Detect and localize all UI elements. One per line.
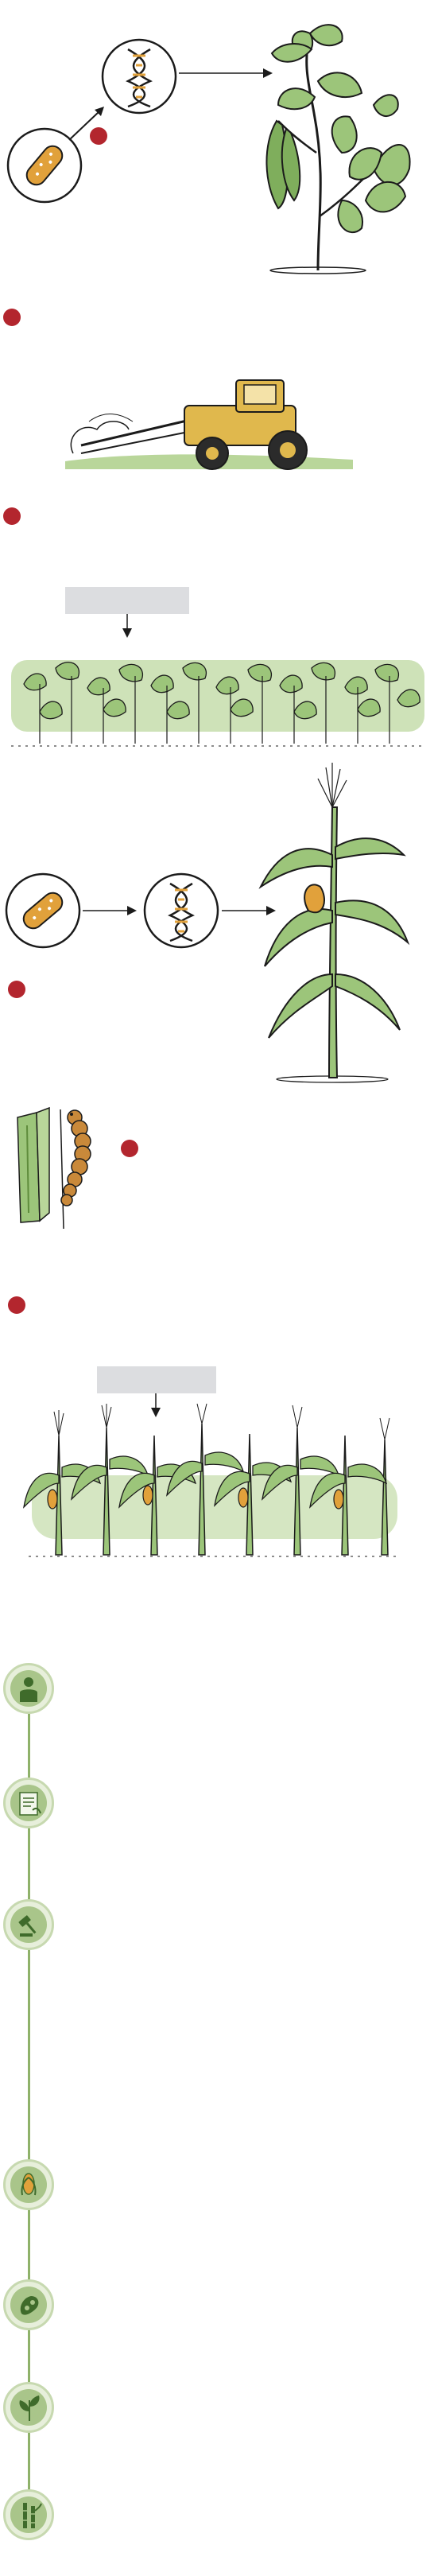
arrow-icon <box>222 906 276 915</box>
arrow-icon <box>122 614 132 638</box>
bamboo-icon <box>23 2503 42 2528</box>
dna-icon <box>143 872 219 949</box>
arrow-icon <box>83 906 137 915</box>
timeline-node <box>3 1778 54 1828</box>
marker-dot <box>8 981 25 998</box>
caterpillar-icon <box>17 1106 91 1230</box>
plant-icon <box>19 2395 40 2421</box>
soybean-gene-diagram <box>0 0 434 278</box>
bacterium-icon <box>6 127 83 204</box>
arrow-icon <box>68 107 104 141</box>
timeline-node <box>3 2489 54 2540</box>
timeline-line <box>28 1670 30 2505</box>
timeline-node <box>3 2159 54 2210</box>
timeline-node <box>3 1663 54 1714</box>
tractor-sprayer-icon <box>65 379 353 470</box>
label-box <box>97 1366 216 1393</box>
corn-plant-icon <box>258 763 410 1083</box>
document-icon <box>19 1792 41 1816</box>
corn-field-icon <box>23 1403 401 1557</box>
gavel-icon <box>18 1915 37 1937</box>
arrow-icon <box>179 68 273 78</box>
marker-dot <box>90 127 107 145</box>
bacterium-icon <box>5 872 81 949</box>
soybean-icon <box>20 2296 39 2315</box>
timeline-node <box>3 2279 54 2330</box>
marker-dot <box>8 1296 25 1314</box>
person-icon <box>20 1677 37 1702</box>
marker-dot <box>3 507 21 525</box>
timeline-node <box>3 2382 54 2433</box>
corn-icon <box>21 2173 37 2196</box>
marker-dot <box>121 1140 138 1157</box>
soybean-plant-icon <box>265 24 411 274</box>
marker-dot <box>3 309 21 326</box>
soybean-field-icon <box>11 660 426 747</box>
timeline-node <box>3 1899 54 1950</box>
label-box <box>65 587 189 614</box>
dna-icon <box>101 38 177 115</box>
arrow-icon <box>151 1393 161 1417</box>
